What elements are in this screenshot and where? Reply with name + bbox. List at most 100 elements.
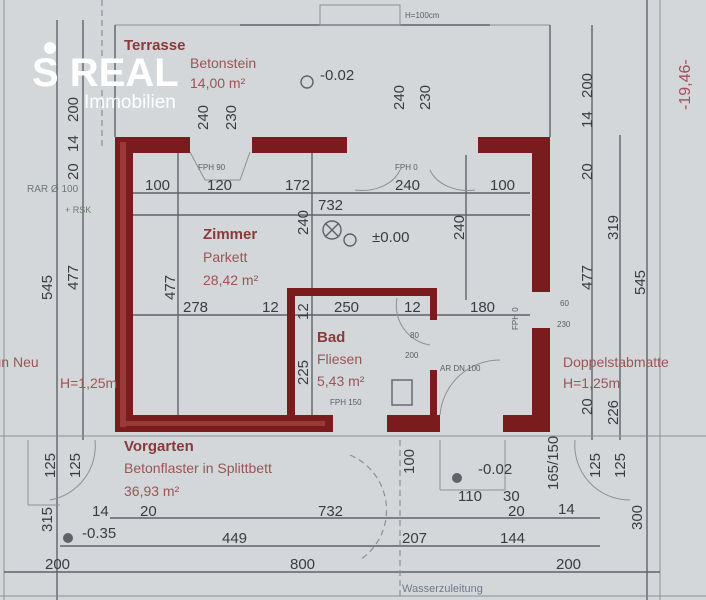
fence-right-label: Doppelstabmatte <box>563 354 669 370</box>
room-name: Zimmer <box>203 226 257 243</box>
dimension: 20 <box>579 163 596 180</box>
window-label: FPH 0 <box>511 307 520 330</box>
room-name: Vorgarten <box>124 438 194 455</box>
rar-label: RAR Ø 100 <box>27 184 79 195</box>
window-label: FPH 90 <box>198 163 226 172</box>
dimension: 100 <box>401 449 418 474</box>
fence-right-height: H=1,25m <box>563 375 620 391</box>
dimension: 230 <box>417 85 434 110</box>
dimension: 20 <box>65 163 82 180</box>
dimension: 110 <box>458 488 482 505</box>
dimension: 449 <box>222 530 247 547</box>
height-label: H=100cm <box>405 11 440 20</box>
dimension: 100 <box>490 177 515 194</box>
dimension: 200 <box>579 73 596 98</box>
dimension: 240 <box>195 105 212 130</box>
level-marker-icon <box>300 75 314 89</box>
level-marker-icon <box>343 233 357 247</box>
dimension: 144 <box>500 530 525 547</box>
dimension: 200 <box>45 556 70 573</box>
drain-label: AR DN 100 <box>440 364 481 373</box>
dimension: 12 <box>404 299 421 316</box>
level-marker-icon <box>63 533 73 543</box>
dimension: 477 <box>579 265 596 290</box>
dimension: 240 <box>391 85 408 110</box>
logo-brand: S REAL <box>32 51 179 95</box>
dimension: 180 <box>470 299 495 316</box>
level-label: -0.02 <box>320 67 354 84</box>
fence-left-label: Maschendrahtzaun Neu <box>0 354 39 370</box>
dimension: 14 <box>579 111 596 128</box>
dimension: 240 <box>295 210 312 235</box>
dimension: 477 <box>162 275 179 300</box>
dimension: 240 <box>395 177 420 194</box>
dimension: 30 <box>503 488 520 505</box>
dimension: 230 <box>223 105 240 130</box>
window-label: FPH 0 <box>395 163 418 172</box>
dimensions: 100 120 172 240 100 732 278 12 250 12 18… <box>39 73 649 573</box>
window-size: 80 <box>410 331 419 340</box>
level-label: -0.35 <box>82 525 116 542</box>
dimension: 732 <box>318 503 343 520</box>
room-floor: Betonstein <box>190 55 256 71</box>
room-floor: Betonflaster in Splittbett <box>124 460 272 476</box>
dimension: 125 <box>612 453 629 478</box>
dimension: 100 <box>145 177 170 194</box>
room-name: Bad <box>317 329 345 346</box>
dimension: 172 <box>285 177 310 194</box>
walls <box>115 137 550 432</box>
dimension: 12 <box>262 299 279 316</box>
dimension: 14 <box>558 501 575 518</box>
level-label: -0.02 <box>478 461 512 478</box>
dimension: 200 <box>65 97 82 122</box>
dimension: 319 <box>605 215 622 240</box>
dimension: 20 <box>579 398 596 415</box>
room-vorgarten: Vorgarten Betonflaster in Splittbett 36,… <box>124 438 272 499</box>
dimension: 207 <box>402 530 427 547</box>
window-size: 60 <box>560 299 569 308</box>
dimension: 20 <box>140 503 157 520</box>
water-label: Wasserzuleitung <box>402 583 483 595</box>
dimension: 240 <box>451 215 468 240</box>
dimension: 477 <box>65 265 82 290</box>
dimension: 545 <box>39 275 56 300</box>
room-area: 5,43 m² <box>317 373 365 389</box>
dimension: 800 <box>290 556 315 573</box>
room-name: Terrasse <box>124 37 185 54</box>
dimension: 14 <box>65 135 82 152</box>
room-area: 36,93 m² <box>124 483 180 499</box>
logo: S REAL Immobilien <box>32 42 179 113</box>
room-bad: Bad Fliesen 5,43 m² <box>317 329 365 389</box>
dimension: 20 <box>508 503 525 520</box>
dimension: 12 <box>295 303 312 320</box>
dimension: 200 <box>556 556 581 573</box>
toilet-icon <box>391 379 413 406</box>
dimension: 250 <box>334 299 359 316</box>
dimension: 226 <box>605 400 622 425</box>
dimension: 120 <box>207 177 232 194</box>
room-floor: Parkett <box>203 249 247 265</box>
fence-left-height: H=1,25m <box>60 375 117 391</box>
dimension: 732 <box>318 197 343 214</box>
dimension: 14 <box>92 503 109 520</box>
room-area: 14,00 m² <box>190 75 246 91</box>
dimension: 225 <box>295 360 312 385</box>
dimension: 278 <box>183 299 208 316</box>
window-size: 230 <box>557 320 571 329</box>
dimension: 125 <box>42 453 59 478</box>
rsk-label: + RSK <box>65 205 91 215</box>
logo-sub: Immobilien <box>84 92 176 113</box>
window-label: FPH 150 <box>330 398 362 407</box>
dimension: 125 <box>67 453 84 478</box>
annotations: H=100cm -0.02 ±0.00 -0.35 -0.02 -19,46- … <box>0 11 694 595</box>
dimension: 125 <box>587 453 604 478</box>
room-floor: Fliesen <box>317 351 362 367</box>
room-terrasse: Terrasse Betonstein 14,00 m² <box>124 37 256 91</box>
level-marker-icon <box>452 473 462 483</box>
dimension: 545 <box>632 270 649 295</box>
room-zimmer: Zimmer Parkett 28,42 m² <box>203 226 259 288</box>
dimension: 315 <box>39 507 56 532</box>
elevation-label: -19,46- <box>677 59 694 110</box>
